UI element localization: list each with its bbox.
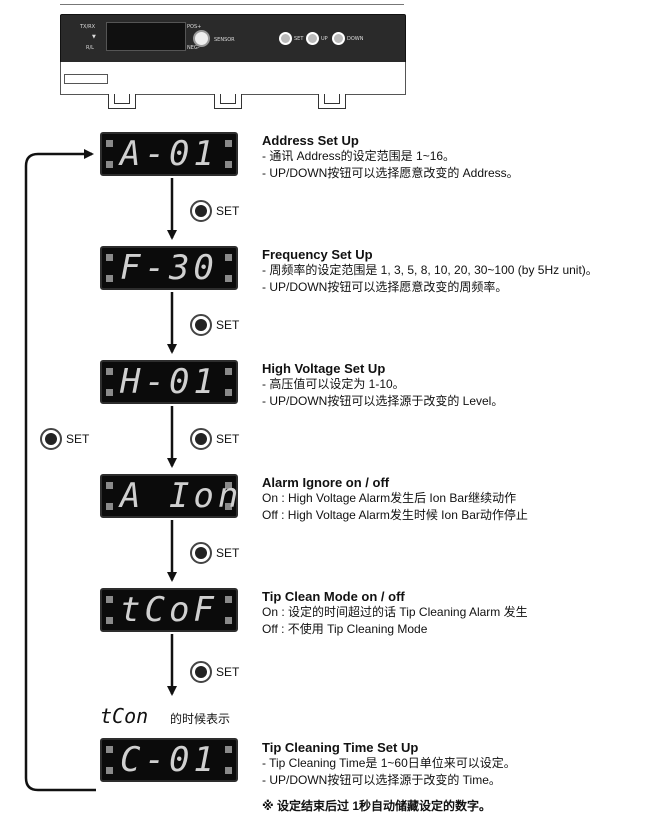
device-set-label: SET <box>294 36 304 42</box>
step-line: On : 设定的时间超过的话 Tip Cleaning Alarm 发生 <box>262 605 528 619</box>
set-label: SET <box>216 546 240 560</box>
step-high-voltage-text: High Voltage Set Up - 高压值可以设定为 1-10。 - U… <box>262 361 503 410</box>
device-foot <box>108 94 136 109</box>
device-down-label: DOWN <box>347 36 364 42</box>
led-indicator <box>225 617 232 624</box>
display-tip-clean-mode: tCoF <box>100 588 238 632</box>
led-indicator <box>225 368 232 375</box>
step-frequency-text: Frequency Set Up - 周频率的设定范围是 1, 3, 5, 8,… <box>262 247 598 296</box>
display-tip-cleaning-time: C-01 <box>100 738 238 782</box>
led-indicator <box>106 503 113 510</box>
set-button-icon <box>190 428 212 450</box>
device-tab <box>64 74 108 84</box>
led-indicator <box>106 368 113 375</box>
display-value: A Ion <box>120 476 243 516</box>
step-line: On : High Voltage Alarm发生后 Ion Bar继续动作 <box>262 491 517 505</box>
loop-set-label: SET <box>66 432 90 446</box>
step-title: Tip Cleaning Time Set Up <box>262 740 419 755</box>
display-value: A-01 <box>120 134 218 174</box>
loop-set-button-icon <box>40 428 62 450</box>
set-button-icon <box>190 314 212 336</box>
led-indicator <box>106 254 113 261</box>
set-label: SET <box>216 665 240 679</box>
device-illustration: TX/RX ▼ R/L POS+ NEG- SENSOR SET UP DOWN <box>0 0 661 110</box>
step-title: High Voltage Set Up <box>262 361 386 376</box>
set-label: SET <box>216 318 240 332</box>
device-body <box>60 62 406 95</box>
footnote: ※ 设定结束后过 1秒自动储藏设定的数字。 <box>262 799 492 813</box>
lcd-label-neg: NEG- <box>187 45 200 51</box>
tcon-caption: 的时候表示 <box>170 712 231 726</box>
led-indicator <box>225 254 232 261</box>
step-title: Frequency Set Up <box>262 247 373 262</box>
led-indicator <box>225 503 232 510</box>
led-indicator <box>225 389 232 396</box>
led-indicator <box>225 746 232 753</box>
device-up-button[interactable] <box>306 32 319 45</box>
step-line: - UP/DOWN按钮可以选择愿意改变的 Address。 <box>262 166 519 180</box>
led-indicator <box>106 767 113 774</box>
tcon-display-text: tCon <box>100 704 149 728</box>
set-button-icon <box>190 661 212 683</box>
step-alarm-ignore-text: Alarm Ignore on / off On : High Voltage … <box>262 475 528 524</box>
led-indicator <box>106 140 113 147</box>
step-line: - 周频率的设定范围是 1, 3, 5, 8, 10, 20, 30~100 (… <box>262 263 598 277</box>
step-line: - Tip Cleaning Time是 1~60日单位来可以设定。 <box>262 756 516 770</box>
led-indicator <box>225 767 232 774</box>
set-label: SET <box>216 204 240 218</box>
led-indicator <box>106 161 113 168</box>
display-value: F-30 <box>120 248 218 288</box>
display-alarm-ignore: A Ion <box>100 474 238 518</box>
lcd-label-txrx: TX/RX <box>80 24 96 30</box>
display-frequency: F-30 <box>100 246 238 290</box>
step-line: - 通讯 Address的设定范围是 1~16。 <box>262 149 456 163</box>
step-tip-cleaning-time-text: Tip Cleaning Time Set Up - Tip Cleaning … <box>262 740 516 789</box>
set-button-icon <box>190 200 212 222</box>
led-indicator <box>106 617 113 624</box>
step-line: - 高压值可以设定为 1-10。 <box>262 377 405 391</box>
device-foot <box>214 94 242 109</box>
step-tip-clean-mode-text: Tip Clean Mode on / off On : 设定的时间超过的话 T… <box>262 589 528 638</box>
display-value: H-01 <box>120 362 218 402</box>
led-indicator <box>106 596 113 603</box>
led-indicator <box>106 482 113 489</box>
device-set-button[interactable] <box>279 32 292 45</box>
device-foot <box>318 94 346 109</box>
led-indicator <box>225 275 232 282</box>
led-indicator <box>106 275 113 282</box>
sensor-label: SENSOR <box>214 37 235 43</box>
step-line: - UP/DOWN按钮可以选择愿意改变的周频率。 <box>262 280 508 294</box>
step-title: Alarm Ignore on / off <box>262 475 390 490</box>
display-value: C-01 <box>120 740 218 780</box>
step-line: Off : High Voltage Alarm发生时候 Ion Bar动作停止 <box>262 508 528 522</box>
lcd-label-pos: POS+ <box>187 24 202 30</box>
loop-back-arrow <box>24 149 96 792</box>
step-line: Off : 不使用 Tip Cleaning Mode <box>262 622 428 636</box>
lcd-label-arrow: ▼ <box>92 34 96 40</box>
step-address-text: Address Set Up - 通讯 Address的设定范围是 1~16。 … <box>262 133 519 182</box>
lcd-label-rl: R/L <box>86 45 94 51</box>
led-indicator <box>225 596 232 603</box>
device-up-label: UP <box>321 36 328 42</box>
device-down-button[interactable] <box>332 32 345 45</box>
set-label: SET <box>216 432 240 446</box>
led-indicator <box>225 482 232 489</box>
sensor-icon <box>193 30 210 47</box>
set-button-icon <box>190 542 212 564</box>
device-lcd <box>106 22 186 51</box>
led-indicator <box>106 389 113 396</box>
led-indicator <box>106 746 113 753</box>
display-high-voltage: H-01 <box>100 360 238 404</box>
led-indicator <box>225 161 232 168</box>
led-indicator <box>225 140 232 147</box>
step-title: Tip Clean Mode on / off <box>262 589 405 604</box>
step-line: - UP/DOWN按钮可以选择源于改变的 Time。 <box>262 773 501 787</box>
step-line: - UP/DOWN按钮可以选择源于改变的 Level。 <box>262 394 504 408</box>
display-value: tCoF <box>120 590 218 630</box>
step-title: Address Set Up <box>262 133 359 148</box>
display-address: A-01 <box>100 132 238 176</box>
